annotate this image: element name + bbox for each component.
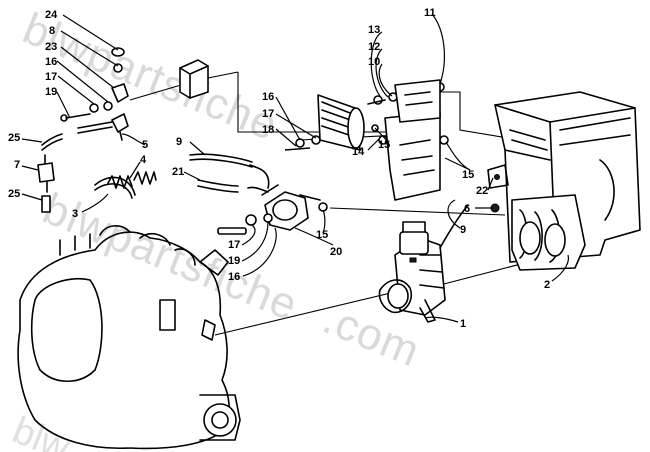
callout-15-lower: 15 [316,229,328,241]
callout-4: 4 [140,154,147,166]
callout-17-mid: 17 [262,108,274,120]
callout-23: 23 [45,41,57,53]
callout-19: 19 [45,86,57,98]
callout-9-right: 9 [460,224,466,236]
tee-fitting [111,113,129,141]
callout-3: 3 [72,208,78,220]
callout-12: 12 [368,41,380,53]
callout-labels: 24 8 23 16 17 19 25 5 4 7 25 3 11 13 12 … [8,7,550,330]
callout-21: 21 [172,166,184,178]
leader-lines [21,13,570,323]
callout-8: 8 [49,25,55,37]
callout-15-top: 15 [378,139,390,151]
airbox [487,91,641,271]
callout-19-lower: 19 [228,255,240,267]
springs-and-clip [94,171,157,199]
callout-22: 22 [476,185,488,197]
callout-25-top: 25 [8,132,20,144]
watermark-text-4: blw [7,409,76,452]
callout-16: 16 [45,56,57,68]
heater-element [317,94,365,151]
callout-10: 10 [368,56,380,68]
callout-2: 2 [544,279,550,291]
carburetor [378,204,469,323]
callout-17-lower: 17 [228,239,240,251]
callout-14: 14 [352,146,365,158]
callout-15-right: 15 [462,169,474,181]
callout-16-mid: 16 [262,91,274,103]
callout-13: 13 [368,24,380,36]
callout-24: 24 [45,9,58,21]
callout-5: 5 [142,139,148,151]
callout-18: 18 [262,124,274,136]
callout-7: 7 [14,159,20,171]
callout-16-lower: 16 [228,271,240,283]
bracket-box [179,59,209,99]
callout-9-left: 9 [176,136,182,148]
callout-11: 11 [424,7,436,19]
callout-20: 20 [330,246,342,258]
fuel-pump [261,184,321,231]
callout-25-bottom: 25 [8,188,20,200]
fuel-hoses [41,121,270,193]
callout-1: 1 [460,318,466,330]
fuel-filter [37,154,55,213]
mounting-plate [384,79,441,201]
callout-17: 17 [45,71,57,83]
engine-crankcase [17,225,241,450]
callout-6: 6 [464,203,470,215]
